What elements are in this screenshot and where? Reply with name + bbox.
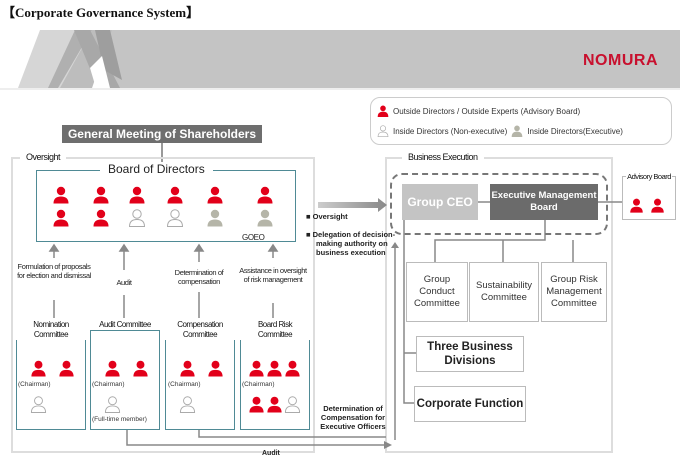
corporate-function: Corporate Function (414, 386, 526, 422)
geo-label: GOEO (242, 233, 265, 242)
compensation-committee-title: Compensation Committee (165, 320, 235, 340)
nomura-logo: NOMURA (583, 52, 658, 69)
nomination-committee (16, 330, 86, 430)
advisory-board (622, 176, 676, 220)
person-inside-non-exec-icon (166, 209, 184, 227)
compensation-committee (165, 330, 235, 430)
person-outside-icon (630, 198, 643, 213)
nomination-committee-title: Nomination Committee (16, 320, 86, 340)
person-outside-icon (249, 396, 264, 413)
board-of-directors (36, 170, 296, 242)
person-inside-non-exec-icon (284, 396, 301, 413)
person-inside-non-exec-icon (104, 396, 121, 413)
person-outside-icon (93, 209, 109, 227)
compensation-chair: (Chairman) (168, 381, 201, 388)
person-outside-icon (285, 360, 300, 377)
function-audit: Audit (116, 278, 132, 287)
board-risk-committee (240, 330, 310, 430)
person-outside-icon (267, 396, 282, 413)
note-audit: Audit (262, 450, 280, 457)
person-inside-non-exec-icon (179, 396, 196, 413)
person-outside-icon (53, 186, 69, 204)
general-meeting-of-shareholders: General Meeting of Shareholders (62, 125, 262, 143)
person-outside-icon (59, 360, 74, 377)
function-compensation: Determination of compensation (174, 268, 224, 286)
legend-outside: Outside Directors / Outside Experts (Adv… (377, 104, 580, 118)
page-title: 【Corporate Governance System】 (2, 5, 200, 20)
person-exec-icon (511, 125, 523, 137)
group-conduct-committee: Group Conduct Committee (406, 262, 468, 322)
nomination-chair: (Chairman) (18, 381, 51, 388)
executive-group-boundary (390, 173, 608, 235)
person-outside-icon (31, 360, 46, 377)
person-outside-icon (53, 209, 69, 227)
oversight-label: Oversight (20, 152, 67, 162)
function-risk: Assistance in oversight of risk manageme… (239, 266, 307, 284)
business-execution-label: Business Execution (402, 152, 484, 162)
three-business-divisions: Three Business Divisions (416, 336, 524, 372)
person-inside-non-exec-icon (128, 209, 146, 227)
function-nomination: Formulation of proposals for election an… (17, 262, 91, 280)
person-outside-icon (257, 186, 273, 204)
person-outside-icon (167, 186, 183, 204)
person-outside-icon (180, 360, 195, 377)
person-outside-icon (208, 360, 223, 377)
person-outside-icon (651, 198, 664, 213)
person-outside-icon (93, 186, 109, 204)
audit-full-time-member: (Full-time member) (92, 416, 147, 423)
advisory-board-title: Advisory Board (626, 172, 672, 181)
audit-chair: (Chairman) (92, 381, 125, 388)
risk-chair: (Chairman) (242, 381, 275, 388)
person-outside-icon (267, 360, 282, 377)
note-compensation: Determination of Compensation for Execut… (320, 404, 386, 431)
legend: Outside Directors / Outside Experts (Adv… (370, 97, 672, 145)
legend-inside: Inside Directors (Non-executive) Inside … (377, 124, 623, 138)
person-inside-exec-icon (207, 209, 223, 227)
person-non-exec-icon (377, 125, 389, 137)
person-outside-icon (129, 186, 145, 204)
person-outside-icon (249, 360, 264, 377)
sustainability-committee: Sustainability Committee (469, 262, 539, 322)
person-inside-non-exec-icon (30, 396, 47, 413)
person-inside-exec-icon (257, 209, 273, 227)
board-of-directors-title: Board of Directors (100, 162, 213, 176)
group-risk-management-committee: Group Risk Management Committee (541, 262, 607, 322)
person-outside-icon (377, 105, 389, 117)
person-outside-icon (133, 360, 148, 377)
audit-committee (90, 330, 160, 430)
board-risk-committee-title: Board Risk Committee (240, 320, 310, 340)
note-delegation: ■ Delegation of decision-making authorit… (306, 230, 396, 257)
banner (0, 30, 680, 90)
note-oversight: ■ Oversight (306, 212, 348, 221)
person-outside-icon (207, 186, 223, 204)
audit-committee-title: Audit Committee (90, 320, 160, 330)
person-outside-icon (105, 360, 120, 377)
group-ceo: Group CEO (402, 184, 478, 220)
executive-management-board: Executive Management Board (490, 184, 598, 220)
